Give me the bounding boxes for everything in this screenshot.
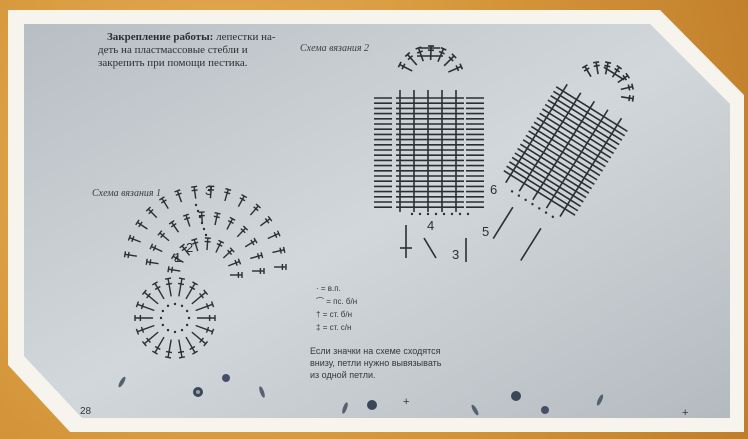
- scheme1-caption: Схема вязания 1: [92, 188, 161, 199]
- chain-stitch-mark: [411, 213, 413, 215]
- chain-stitch-mark: [181, 305, 183, 307]
- stitch-top-mark: [125, 251, 126, 257]
- flower-icon: [222, 374, 230, 382]
- chain-stitch-mark: [167, 305, 169, 307]
- chain-stitch-mark: [188, 317, 190, 319]
- chain-stitch-mark: [174, 331, 176, 333]
- chain-stitch-mark: [203, 228, 205, 230]
- chain-stitch-mark: [205, 234, 207, 236]
- chain-stitch-mark: [451, 213, 453, 215]
- top-line2: деть на пластмассовые стебли и: [98, 44, 248, 56]
- chain-stitch-mark: [186, 324, 188, 326]
- scheme2-number-5: 5: [482, 224, 489, 239]
- scheme2-number-6: 6: [490, 182, 497, 197]
- chain-stitch-mark: [459, 213, 461, 215]
- flower-icon: [511, 391, 521, 401]
- top-line1-rest: лепестки на-: [213, 31, 276, 43]
- legend-item-1: ⌒ = пс. б/н: [316, 297, 357, 306]
- legend-note-line1: Если значки на схеме сходятся: [310, 346, 441, 356]
- chain-stitch-mark: [201, 222, 203, 224]
- chain-stitch-mark: [174, 303, 176, 305]
- sparkle-icon: +: [403, 396, 409, 408]
- legend-item-2: † = ст. б/н: [316, 310, 352, 319]
- chain-stitch-mark: [167, 329, 169, 331]
- stitch-mark: [207, 238, 208, 250]
- svg-text:Закрепление работы: лепестки н: Закрепление работы: лепестки на-: [107, 31, 276, 43]
- sparkle-icon: +: [682, 407, 688, 419]
- scheme2-caption: Схема вязания 2: [300, 43, 369, 54]
- chain-stitch-mark: [427, 213, 429, 215]
- chain-stitch-mark: [443, 213, 445, 215]
- flower-icon: [541, 406, 549, 414]
- page-number: 28: [80, 406, 92, 417]
- flower-icon: [367, 400, 377, 410]
- chain-stitch-mark: [419, 213, 421, 215]
- legend-note-line2: внизу, петли нужно вывязывать: [310, 358, 442, 368]
- chain-stitch-mark: [195, 204, 197, 206]
- stitch-crossbar-mark: [192, 190, 198, 191]
- scheme1-number-3: 3: [205, 183, 212, 198]
- chain-stitch-mark: [186, 310, 188, 312]
- chain-stitch-mark: [435, 213, 437, 215]
- chain-stitch-mark: [181, 329, 183, 331]
- stitch-crossbar-mark: [128, 252, 129, 258]
- top-line1-bold: Закрепление работы:: [107, 31, 213, 43]
- chain-stitch-mark: [197, 210, 199, 212]
- chain-stitch-mark: [467, 213, 469, 215]
- stitch-top-mark: [191, 186, 197, 187]
- chain-stitch-mark: [199, 216, 201, 218]
- chain-stitch-mark: [162, 310, 164, 312]
- scheme1-number-1: 1: [174, 250, 181, 265]
- legend-item-3: ‡ = ст. с/н: [316, 323, 351, 332]
- scheme2-number-4: 4: [427, 218, 434, 233]
- stitch-crossbar-mark: [150, 259, 151, 265]
- flower-icon: [193, 387, 203, 397]
- stitch-top-mark: [146, 259, 147, 265]
- legend-item-0: · = в.п.: [316, 284, 341, 293]
- stitch-top-mark: [168, 266, 169, 272]
- scheme2-number-3: 3: [452, 247, 459, 262]
- stitch-crossbar-mark: [172, 267, 173, 273]
- chain-stitch-mark: [160, 317, 162, 319]
- top-line3: закрепить при помощи пестика.: [98, 57, 248, 69]
- scheme1-number-2: 2: [186, 240, 193, 255]
- chain-stitch-mark: [162, 324, 164, 326]
- legend-note-line3: из одной петли.: [310, 370, 376, 380]
